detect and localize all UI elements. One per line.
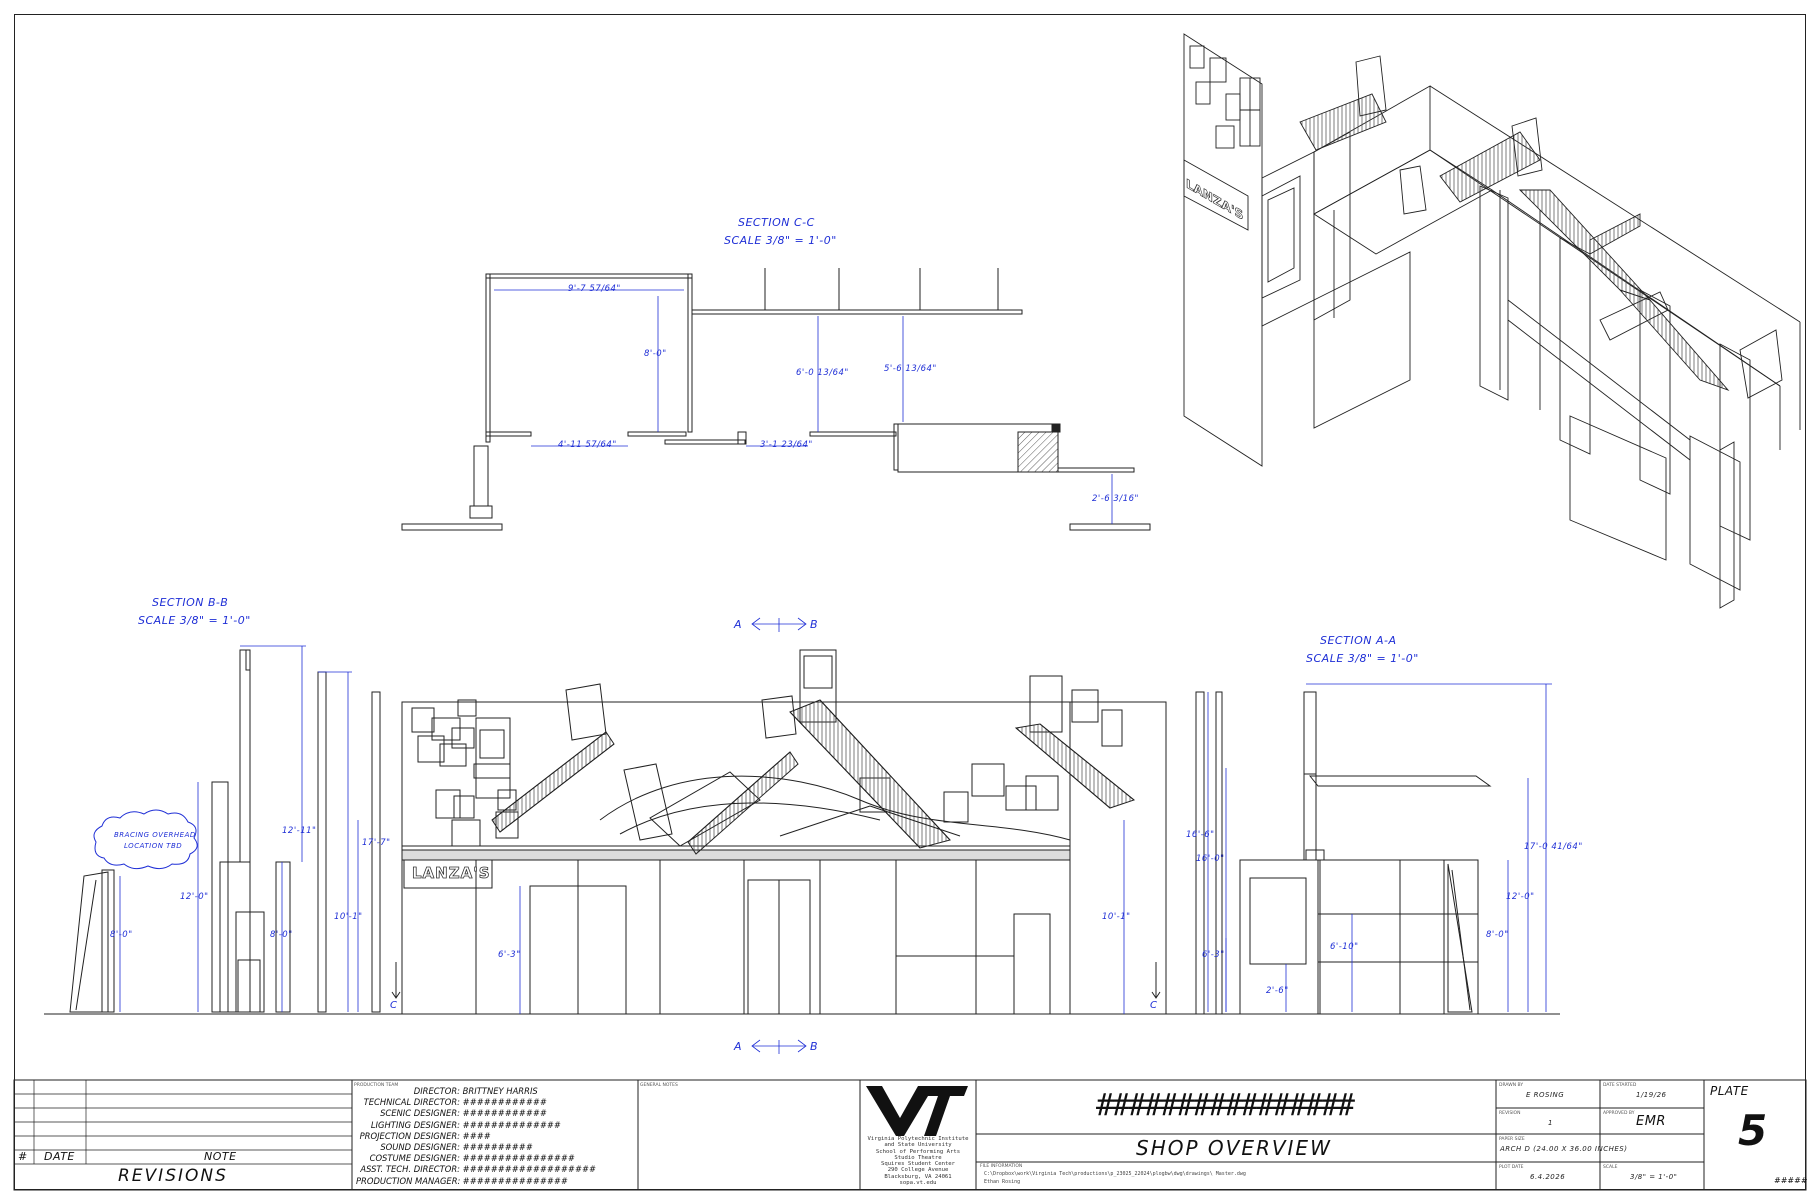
section-bb-title: SECTION B-B (152, 596, 229, 609)
revision-value: 1 (1548, 1119, 1553, 1127)
date-started-value: 1/19/26 (1636, 1091, 1667, 1099)
paper-size-value: ARCH D (24.00 X 36.00 INCHES) (1500, 1145, 1628, 1153)
plate-sub: ##### (1774, 1176, 1808, 1185)
aa-dim-7: 6'-10" (1330, 942, 1359, 952)
bb-dim-4: 10'-1" (334, 912, 363, 922)
credit-row: LIGHTING DESIGNER: ############## (370, 1119, 561, 1130)
revisions-footer: REVISIONS (118, 1166, 228, 1186)
plot-date-value: 6.4.2026 (1530, 1173, 1566, 1181)
credit-row: PRODUCTION MANAGER: ############### (356, 1175, 568, 1186)
elevation-marker-c-right: C (1150, 1000, 1158, 1011)
cc-dim-1: 9'-7 57/64" (568, 284, 621, 294)
date-started-label: DATE STARTED (1603, 1083, 1637, 1088)
section-bb-scale: SCALE 3/8" = 1'-0" (138, 614, 251, 627)
file-info-label: FILE INFORMATION (980, 1164, 1023, 1169)
elevation-drawing (390, 617, 1167, 1054)
section-cc-title: SECTION C-C (738, 216, 815, 229)
institution-address: Virginia Polytechnic Institute and State… (867, 1136, 969, 1187)
drawn-by-value: E ROSING (1526, 1091, 1565, 1099)
aa-dim-4: 17'-0 41/64" (1524, 842, 1583, 852)
credit-row: SCENIC DESIGNER: ############ (380, 1108, 547, 1119)
credit-row: PROJECTION DESIGNER: #### (359, 1130, 491, 1141)
file-author: Ethan Rosing (984, 1179, 1021, 1185)
plate-label: PLATE (1710, 1084, 1749, 1098)
bracing-cloud (93, 809, 198, 870)
aa-dim-2: 16'-0" (1196, 854, 1225, 864)
plot-date-label: PLOT DATE (1499, 1165, 1524, 1170)
bb-dim-2: 17'-7" (362, 838, 391, 848)
credits-list: DIRECTOR: BRITTNEY HARRIS TECHNICAL DIRE… (356, 1086, 596, 1187)
revisions-date-header: DATE (44, 1150, 75, 1163)
general-notes-label: GENERAL NOTES (640, 1083, 678, 1088)
elevation-lanzas-sign: LANZA'S (412, 864, 491, 883)
production-team-label: PRODUCTION TEAM (354, 1083, 399, 1088)
scale-label: SCALE (1603, 1165, 1618, 1170)
credit-row: ASST. TECH. DIRECTOR: ##################… (360, 1164, 597, 1175)
cc-dim-6: 3'-1 23/64" (760, 440, 813, 450)
bb-dim-5: 8'-0" (110, 930, 133, 940)
revision-label: REVISION (1499, 1111, 1521, 1116)
section-aa-scale: SCALE 3/8" = 1'-0" (1306, 652, 1419, 665)
aa-dim-1: 16'-6" (1186, 830, 1215, 840)
paper-size-label: PAPER SIZE (1499, 1137, 1525, 1142)
cc-dim-3: 6'-0 13/64" (796, 368, 849, 378)
bb-dim-1: 12'-11" (282, 826, 317, 836)
credit-row: COSTUME DESIGNER: ################ (369, 1153, 575, 1164)
drawing-title: SHOP OVERVIEW (1136, 1136, 1332, 1160)
aa-dim-5: 12'-0" (1506, 892, 1535, 902)
scale-value: 3/8" = 1'-0" (1630, 1173, 1678, 1181)
revisions-hash-header: # (18, 1150, 28, 1163)
elevation-marker-c-left: C (390, 1000, 398, 1011)
cc-dim-5: 4'-11 57/64" (558, 440, 617, 450)
aa-dim-6: 8'-0" (1486, 930, 1509, 940)
bb-dim-3: 12'-0" (180, 892, 209, 902)
drawn-by-label: DRAWN BY (1499, 1083, 1524, 1088)
bb-dim-6: 8'-0" (270, 930, 293, 940)
isometric-view (1183, 33, 1801, 609)
bb-cloud-note-line1: BRACING OVERHEAD (114, 831, 196, 839)
section-cc-scale: SCALE 3/8" = 1'-0" (724, 234, 837, 247)
section-bb-drawing (44, 645, 390, 1015)
credit-row: DIRECTOR: BRITTNEY HARRIS (413, 1086, 538, 1096)
elevation-marker-a-bottom: A (734, 1040, 743, 1053)
elevation-marker-b-bottom: B (810, 1040, 819, 1053)
elevation-dim-left: 6'-3" (498, 950, 521, 960)
revisions-note-header: NOTE (204, 1150, 237, 1163)
cc-dim-7: 2'-6 3/16" (1092, 494, 1139, 504)
credit-row: SOUND DESIGNER: ########## (380, 1142, 533, 1153)
elevation-marker-a-top: A (734, 618, 743, 631)
cc-dim-2: 8'-0" (644, 349, 667, 359)
aa-dim-8: 2'-6" (1266, 986, 1289, 996)
elevation-dim-right: 10'-1" (1102, 912, 1131, 922)
show-title: ################ (1096, 1088, 1355, 1123)
title-block-lines (13, 1079, 1807, 1191)
aa-dim-3: 6'-3" (1202, 950, 1225, 960)
file-path: C:\Dropbox\work\Virginia Tech\production… (984, 1171, 1246, 1177)
bb-cloud-note-line2: LOCATION TBD (124, 842, 183, 850)
approved-by-value: EMR (1636, 1114, 1666, 1129)
section-aa-title: SECTION A-A (1320, 634, 1397, 647)
plate-number: 5 (1738, 1106, 1768, 1155)
elevation-stairs (491, 699, 1136, 855)
elevation-marker-b-top: B (810, 618, 819, 631)
section-cc-plan (401, 268, 1151, 531)
approved-by-label: APPROVED BY (1603, 1111, 1635, 1116)
credit-row: TECHNICAL DIRECTOR: ############ (363, 1097, 547, 1108)
section-aa-drawing (1166, 683, 1560, 1015)
cc-dim-4: 5'-6 13/64" (884, 364, 937, 374)
